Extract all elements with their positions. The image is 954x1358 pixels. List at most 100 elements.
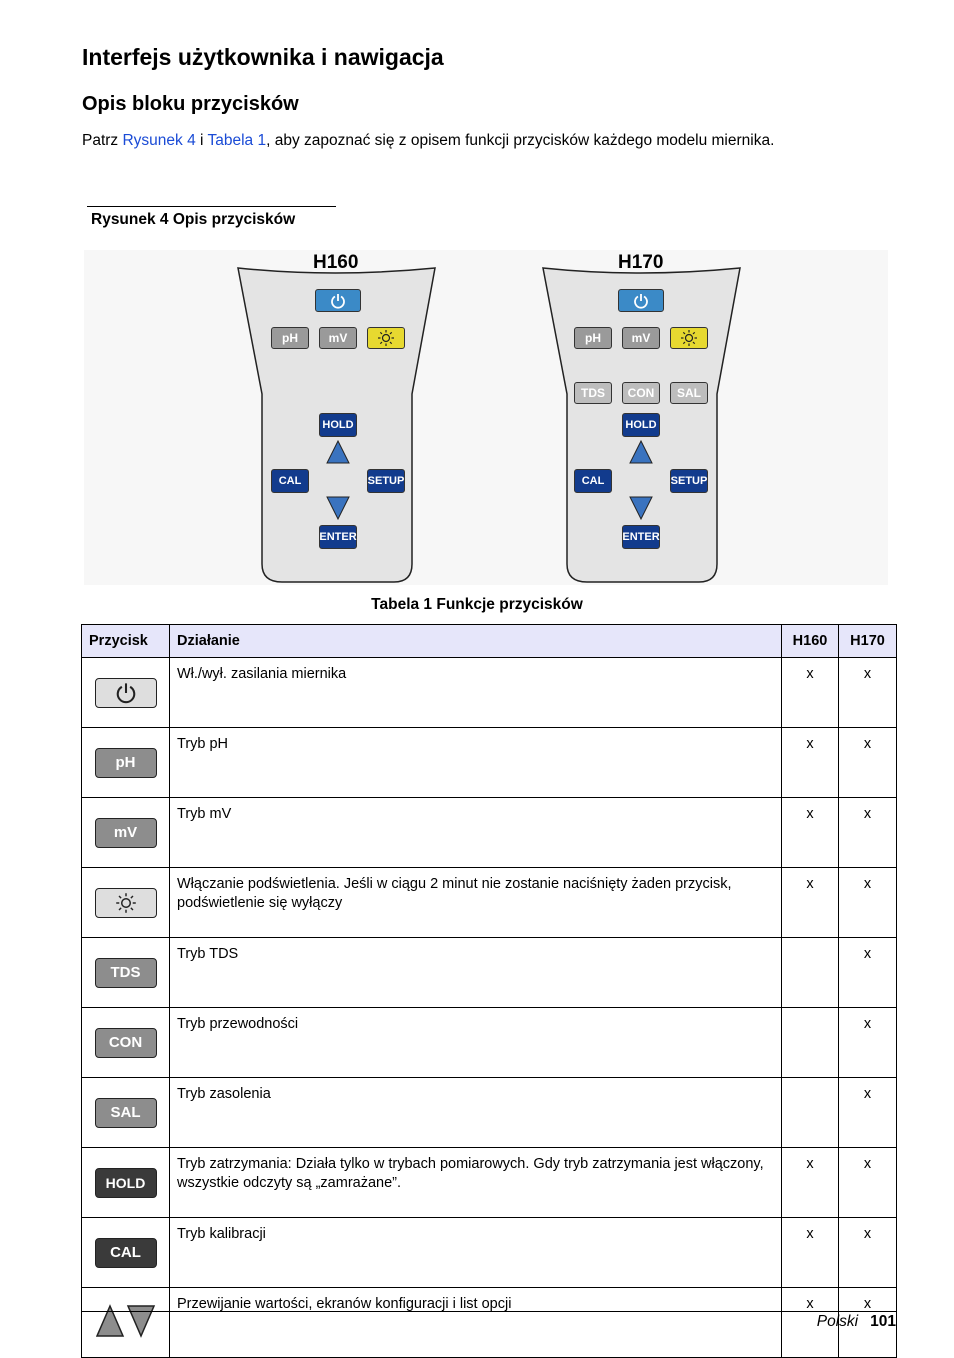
row-h170: x [838, 1007, 897, 1078]
table-row: Wł./wył. zasilania miernika x x [81, 657, 897, 728]
button-functions-table: Przycisk Działanie H160 H170 Wł./wył. za… [81, 624, 897, 1358]
row-h170: x [838, 867, 897, 938]
row-desc: Tryb mV [169, 797, 782, 868]
setup-button-h160[interactable]: SETUP [367, 469, 405, 493]
link-table-1[interactable]: Tabela 1 [207, 132, 267, 149]
header-h170: H170 [838, 624, 897, 658]
table-row: mV Tryb mV x x [81, 797, 897, 868]
table-row: TDS Tryb TDS x [81, 937, 897, 1008]
row-h160 [781, 937, 839, 1008]
row-desc: Tryb przewodności [169, 1007, 782, 1078]
row-h160 [781, 1007, 839, 1078]
model-title-h170: H170 [618, 252, 664, 273]
hold-button-h170[interactable]: HOLD [622, 413, 660, 437]
backlight-button-h160[interactable] [367, 327, 405, 349]
con-button-icon: CON [94, 1027, 157, 1058]
row-h160: x [781, 1287, 839, 1358]
power-icon [634, 293, 648, 309]
table-row: Przewijanie wartości, ekranów konfigurac… [81, 1287, 897, 1358]
row-desc: Tryb zatrzymania: Działa tylko w trybach… [169, 1147, 782, 1218]
row-desc: Tryb zasolenia [169, 1077, 782, 1148]
cal-button-icon: CAL [94, 1237, 157, 1268]
mv-button-h170[interactable]: mV [622, 327, 660, 349]
intro-text-mid: i [195, 132, 208, 149]
sal-button-h170[interactable]: SAL [670, 382, 708, 404]
mv-button-h160[interactable]: mV [319, 327, 357, 349]
power-icon [94, 677, 157, 708]
keypad-figure: H160 pH mV HOLD CAL SETUP ENTER H170 pH … [84, 250, 888, 585]
row-h170: x [838, 727, 897, 798]
footer-rule [81, 1311, 897, 1312]
con-button-h170[interactable]: CON [622, 382, 660, 404]
setup-button-h170[interactable]: SETUP [670, 469, 708, 493]
figure-caption: Rysunek 4 Opis przycisków [91, 211, 296, 228]
page-number: 101 [870, 1313, 896, 1330]
table-row: Włączanie podświetlenia. Jeśli w ciągu 2… [81, 867, 897, 938]
sun-icon [378, 330, 394, 346]
table-row: SAL Tryb zasolenia x [81, 1077, 897, 1148]
header-h160: H160 [781, 624, 839, 658]
up-down-arrows-icon [95, 1303, 156, 1342]
power-icon [331, 293, 345, 309]
intro-text-suffix: , aby zapoznać się z opisem funkcji przy… [266, 132, 775, 149]
row-h170: x [838, 1217, 897, 1288]
row-desc: Tryb TDS [169, 937, 782, 1008]
power-button-h160[interactable] [315, 289, 361, 312]
row-h170: x [838, 937, 897, 1008]
table-row: HOLD Tryb zatrzymania: Działa tylko w tr… [81, 1147, 897, 1218]
backlight-button-h170[interactable] [670, 327, 708, 349]
backlight-sun-icon [94, 887, 157, 918]
row-h160: x [781, 727, 839, 798]
header-przycisk: Przycisk [81, 624, 170, 658]
row-desc: Tryb pH [169, 727, 782, 798]
footer: Polski 101 [817, 1313, 896, 1331]
row-h170: x [838, 1147, 897, 1218]
row-h160 [781, 1077, 839, 1148]
up-arrow-icon[interactable] [326, 440, 350, 464]
tds-button-h170[interactable]: TDS [574, 382, 612, 404]
row-desc: Włączanie podświetlenia. Jeśli w ciągu 2… [169, 867, 782, 938]
row-h170: x [838, 1077, 897, 1148]
section-heading: Opis bloku przycisków [82, 93, 299, 115]
enter-button-h170[interactable]: ENTER [622, 525, 660, 549]
link-figure-4[interactable]: Rysunek 4 [122, 132, 196, 149]
row-desc: Tryb kalibracji [169, 1217, 782, 1288]
cal-button-h160[interactable]: CAL [271, 469, 309, 493]
mv-button-icon: mV [94, 817, 157, 848]
power-button-h170[interactable] [618, 289, 664, 312]
row-h160: x [781, 657, 839, 728]
table-row: CAL Tryb kalibracji x x [81, 1217, 897, 1288]
tds-button-icon: TDS [94, 957, 157, 988]
row-h170: x [838, 797, 897, 868]
down-arrow-icon[interactable] [326, 496, 350, 520]
figure-caption-rule [87, 206, 336, 207]
ph-button-h170[interactable]: pH [574, 327, 612, 349]
row-h160: x [781, 1147, 839, 1218]
row-h160: x [781, 867, 839, 938]
ph-button-h160[interactable]: pH [271, 327, 309, 349]
row-desc: Przewijanie wartości, ekranów konfigurac… [169, 1287, 782, 1358]
page-heading: Interfejs użytkownika i nawigacja [82, 44, 444, 70]
intro-paragraph: Patrz Rysunek 4 i Tabela 1, aby zapoznać… [82, 130, 862, 151]
footer-language: Polski [816, 1313, 859, 1330]
table-row: pH Tryb pH x x [81, 727, 897, 798]
table-row: CON Tryb przewodności x [81, 1007, 897, 1078]
row-h170: x [838, 657, 897, 728]
model-title-h160: H160 [313, 252, 359, 273]
enter-button-h160[interactable]: ENTER [319, 525, 357, 549]
down-arrow-icon[interactable] [629, 496, 653, 520]
row-desc: Wł./wył. zasilania miernika [169, 657, 782, 728]
sun-icon [681, 330, 697, 346]
cal-button-h170[interactable]: CAL [574, 469, 612, 493]
row-h170: x [838, 1287, 897, 1358]
intro-text-prefix: Patrz [82, 132, 123, 149]
table-caption: Tabela 1 Funkcje przycisków [371, 596, 583, 613]
row-h160: x [781, 797, 839, 868]
ph-button-icon: pH [94, 747, 157, 778]
hold-button-h160[interactable]: HOLD [319, 413, 357, 437]
hold-button-icon: HOLD [94, 1167, 157, 1198]
up-arrow-icon[interactable] [629, 440, 653, 464]
row-h160: x [781, 1217, 839, 1288]
sal-button-icon: SAL [94, 1097, 157, 1128]
header-dzialanie: Działanie [169, 624, 782, 658]
